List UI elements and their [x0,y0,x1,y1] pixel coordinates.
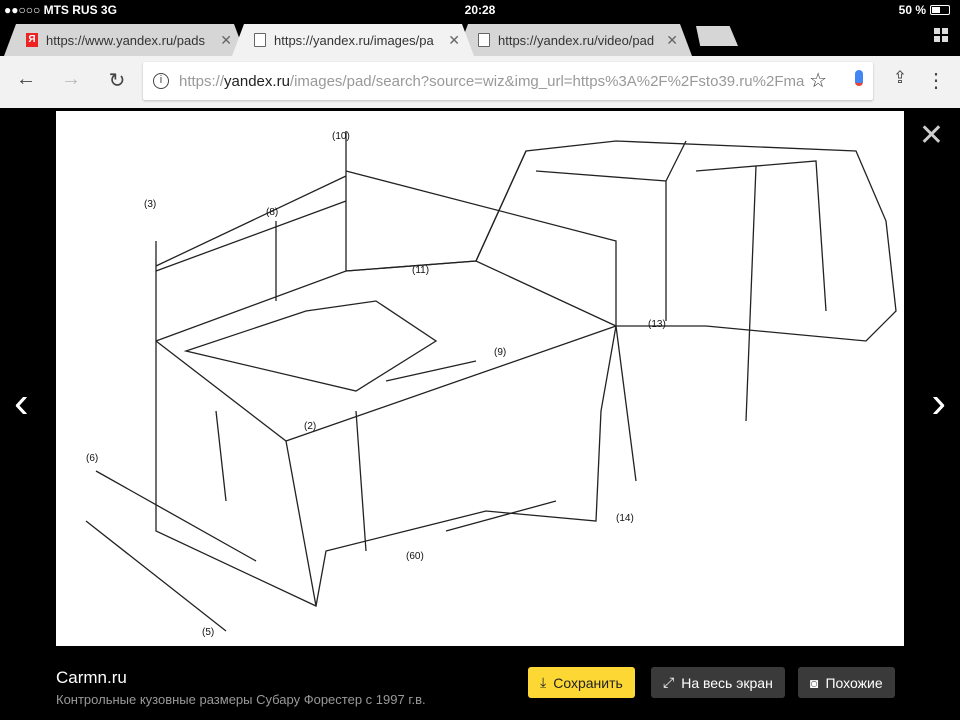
previous-image-icon[interactable]: ‹ [14,378,29,427]
dimension-label: (8) [266,207,279,218]
toolbar: ← → ↻ i https://yandex.ru/images/pad/sea… [0,56,960,108]
info-icon[interactable]: i [153,73,169,89]
share-icon[interactable]: ⇪ [892,68,908,87]
download-icon: ⤓ [540,674,547,690]
tab-yandex[interactable]: Я https://www.yandex.ru/pads✕ [4,24,246,56]
close-icon[interactable]: ✕ [918,119,944,152]
save-button[interactable]: ⤓Сохранить [528,667,635,698]
camera-icon: ◙ [810,674,819,691]
fullscreen-button[interactable]: ⤢На весь экран [651,667,785,698]
expand-icon: ⤢ [663,674,675,690]
battery-icon [930,5,950,15]
new-tab-button[interactable] [696,26,738,46]
image-description: Контрольные кузовные размеры Субару Форе… [56,692,426,707]
similar-button[interactable]: ◙Похожие [798,667,895,698]
status-bar: ●●○○○ MTS RUS 3G 20:28 50 % [0,0,960,20]
page-icon [478,33,490,47]
close-tab-icon[interactable]: ✕ [220,31,232,48]
carrier: ●●○○○ MTS RUS 3G [4,3,117,17]
close-tab-icon[interactable]: ✕ [666,31,678,48]
tab-images[interactable]: https://yandex.ru/images/pa✕ [232,24,474,56]
back-icon[interactable]: ← [16,68,36,90]
yandex-favicon-icon: Я [26,33,38,47]
dimension-label: (14) [616,513,634,524]
address-bar[interactable]: i https://yandex.ru/images/pad/search?so… [143,62,873,100]
dimension-label: (6) [86,453,99,464]
dimension-label: (10) [332,131,350,142]
dimension-label: (13) [648,319,666,330]
menu-icon[interactable]: ⋮ [926,70,946,92]
clock: 20:28 [464,3,496,17]
forward-icon[interactable]: → [61,68,81,90]
close-tab-icon[interactable]: ✕ [448,31,460,48]
image-viewer: (10) (3) (8) (11) (13) (9) (2) (6) (5) (… [0,108,960,720]
dimension-label: (9) [494,347,507,358]
battery-percent: 50 % [898,3,926,17]
next-image-icon[interactable]: › [931,378,946,427]
dimension-label: (11) [412,265,430,276]
microphone-icon[interactable] [855,70,863,86]
bookmark-star-icon[interactable]: ☆ [809,68,827,93]
dimension-label: (3) [144,199,157,210]
dimension-label: (5) [202,627,215,638]
tab-switcher-icon[interactable] [934,28,948,42]
reload-icon[interactable]: ↻ [108,70,126,92]
car-body-diagram[interactable]: (10) (3) (8) (11) (13) (9) (2) (6) (5) (… [56,111,904,646]
dimension-label: (2) [304,421,317,432]
page-icon [254,33,266,47]
tab-bar: Я https://www.yandex.ru/pads✕ https://ya… [0,20,960,56]
image-source[interactable]: Carmn.ru [56,668,127,687]
dimension-label: (60) [406,551,424,562]
tab-video[interactable]: https://yandex.ru/video/pad✕ [456,24,692,56]
